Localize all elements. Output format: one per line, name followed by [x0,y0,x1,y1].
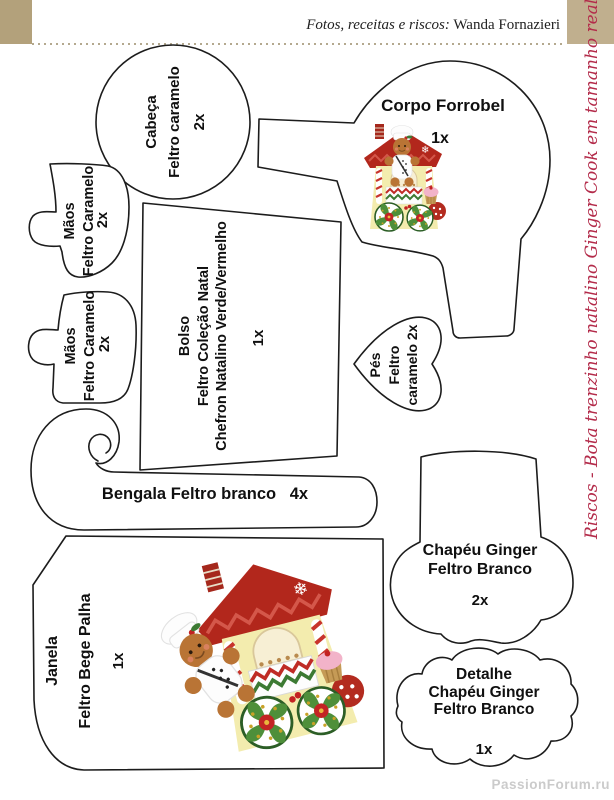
maos-top-line1: Mãos [62,202,78,240]
chapeu-outline [389,450,574,644]
pes-label: Pés Feltro caramelo 2x [366,307,422,423]
bengala-count: 4x [289,485,309,503]
maos-bottom-label: Mãos Feltro Caramelo [62,281,100,411]
chapeu-line2: Feltro Branco [427,561,532,578]
credit-line: Fotos, receitas e riscos: Wanda Fornazie… [306,17,560,34]
detalhe-count: 1x [475,741,493,758]
pes-line2: Feltro [385,345,402,385]
cabeca-outline [95,44,251,200]
bengala-text: Bengala Feltro branco [101,485,277,503]
chapeu-line1: Chapéu Ginger [422,542,538,559]
cabeca-line2: Feltro caramelo [166,66,183,178]
maos-bottom-line1: Mãos [63,327,79,365]
bengala-label: Bengala Feltro branco 4x [55,485,355,504]
bengala-outline [30,408,378,531]
chapeu-label: Chapéu Ginger Feltro Branco [405,541,555,579]
maos-bottom-outline [27,290,137,404]
janela-label: Janela Feltro Bege Palha [36,576,102,746]
janela-line1: Janela [44,636,61,686]
maos-top-label: Mãos Feltro Caramelo [61,156,99,286]
credit-name: Wanda Fornazieri [453,17,560,33]
pes-outline [353,316,442,412]
bolso-outline [139,202,342,471]
detalhe-line3: Feltro Branco [433,701,535,718]
bolso-line1: Bolso [177,315,193,357]
cabeca-line1: Cabeça [143,95,160,149]
janela-photo [144,545,383,769]
janela-count: 1x [110,652,127,670]
detalhe-line2: Chapéu Ginger [428,683,540,701]
bolso-count: 1x [250,329,267,347]
credit-prefix: Fotos, receitas e riscos: [306,17,450,33]
watermark: PassionForum.ru [491,777,610,792]
corpo-count: 1x [431,130,449,147]
bengala-curl-line [88,433,112,462]
detalhe-label: Detalhe Chapéu Ginger Feltro Branco [409,666,559,719]
janela-line2: Feltro Bege Palha [77,593,94,729]
detalhe-line1: Detalhe [456,666,512,683]
cabeca-label: Cabeça Feltro caramelo [140,47,186,197]
pes-line3: caramelo 2x [404,324,420,406]
top-right-tan-bar [567,0,614,44]
chapeu-count: 2x [471,592,489,609]
maos-top-count: 2x [95,211,111,229]
dotted-rule [32,43,562,45]
pes-line1: Pés [367,352,383,378]
bolso-line3: Chefron Natalino Verde/Vermelho [214,221,230,451]
maos-bottom-count: 2x [97,335,113,353]
bolso-line2: Feltro Coleção Natal [195,265,212,407]
maos-top-outline [28,162,130,278]
detalhe-outline [395,647,579,767]
cabeca-count: 2x [191,113,208,131]
bolso-label: Bolso Feltro Coleção Natal Chefron Natal… [176,204,232,468]
top-left-tan-bar [0,0,32,44]
corpo-label: Corpo Forrobel [381,96,505,115]
